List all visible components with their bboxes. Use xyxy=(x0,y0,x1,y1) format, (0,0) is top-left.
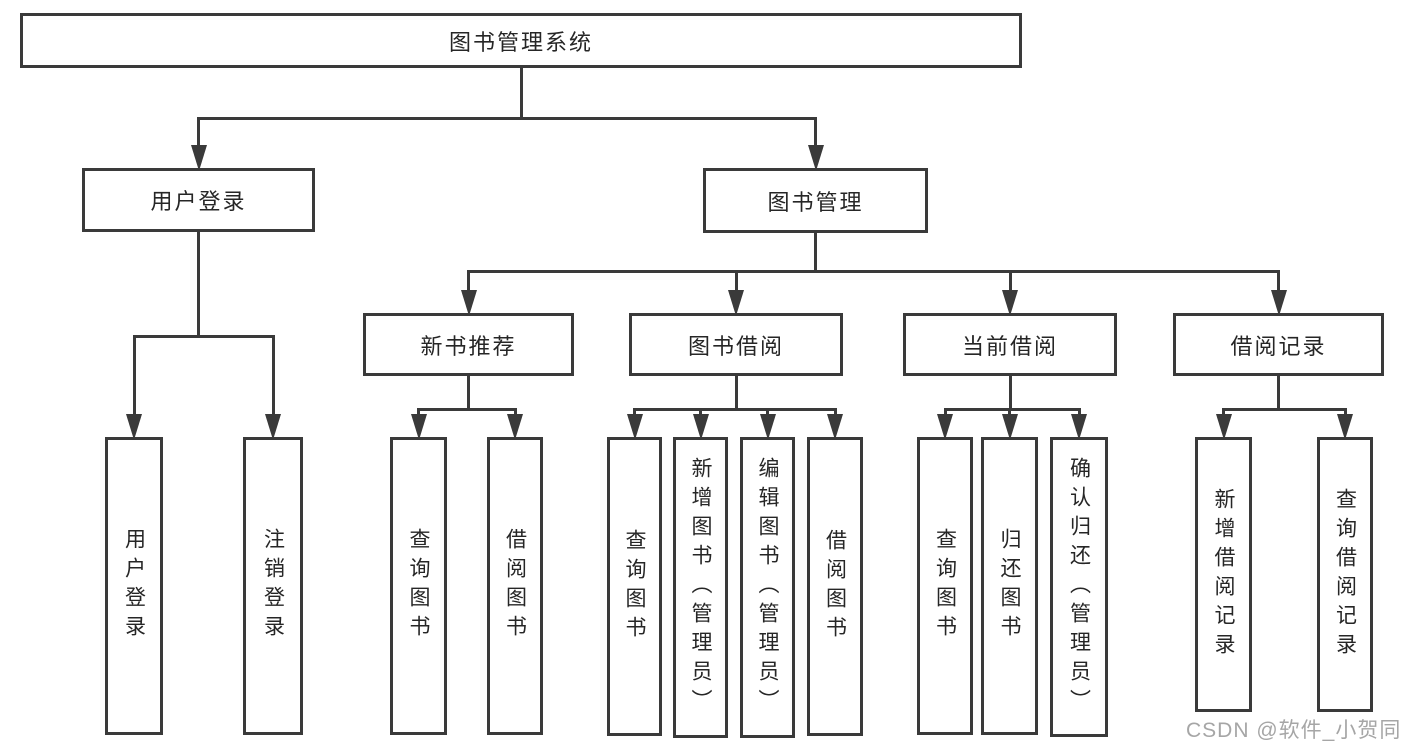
node-leaf-borrow-book-2: 借阅图书 xyxy=(807,437,863,736)
connector-line xyxy=(633,408,837,411)
node-book-mgmt-branch: 图书管理 xyxy=(703,168,928,233)
node-leaf-confirm-return: 确认归还（管理员） xyxy=(1050,437,1108,737)
arrowhead-down-icon xyxy=(626,414,643,440)
node-label-leaf-logout: 注销登录 xyxy=(261,528,285,644)
node-user-login-branch: 用户登录 xyxy=(82,168,315,232)
node-root: 图书管理系统 xyxy=(20,13,1022,68)
arrowhead-down-icon xyxy=(807,145,824,171)
arrowhead-down-icon xyxy=(1270,290,1287,316)
connector-line xyxy=(814,117,817,146)
arrowhead-down-icon xyxy=(460,290,477,316)
connector-line xyxy=(766,408,769,415)
connector-line xyxy=(513,408,517,415)
node-borrow-records: 借阅记录 xyxy=(1173,313,1384,376)
connector-line xyxy=(943,408,1081,411)
node-leaf-query-book-3: 查询图书 xyxy=(917,437,973,735)
connector-line xyxy=(417,408,420,415)
node-label-book-mgmt-branch: 图书管理 xyxy=(767,189,864,215)
arrowhead-down-icon xyxy=(937,414,953,440)
connector-line xyxy=(467,270,1280,273)
connector-line xyxy=(197,117,817,120)
node-label-leaf-borrow-book-2: 借阅图书 xyxy=(823,528,847,645)
connector-line xyxy=(519,67,523,120)
connector-line xyxy=(132,335,136,415)
connector-line xyxy=(1008,408,1011,415)
node-label-leaf-query-book-3: 查询图书 xyxy=(933,528,957,644)
connector-line xyxy=(814,232,817,273)
node-leaf-return-book: 归还图书 xyxy=(981,437,1038,735)
connector-line xyxy=(633,408,636,415)
arrowhead-down-icon xyxy=(190,145,207,171)
connector-line xyxy=(699,408,702,415)
node-label-book-borrow: 图书借阅 xyxy=(687,333,784,359)
node-new-book-rec: 新书推荐 xyxy=(363,313,574,376)
node-label-root: 图书管理系统 xyxy=(448,29,593,55)
node-leaf-edit-book: 编辑图书（管理员） xyxy=(740,437,795,738)
arrowhead-down-icon xyxy=(265,414,281,440)
node-label-leaf-confirm-return: 确认归还（管理员） xyxy=(1067,456,1091,718)
node-label-leaf-borrow-book-1: 借阅图书 xyxy=(503,528,527,644)
arrowhead-down-icon xyxy=(1071,414,1087,440)
arrowhead-down-icon xyxy=(759,414,776,440)
connector-line xyxy=(1277,270,1280,291)
connector-line xyxy=(1343,408,1347,415)
arrowhead-down-icon xyxy=(692,414,709,440)
connector-line xyxy=(197,231,200,338)
arrowhead-down-icon xyxy=(827,414,843,440)
node-leaf-user-login: 用户登录 xyxy=(105,437,163,735)
node-label-leaf-edit-book: 编辑图书（管理员） xyxy=(756,457,779,718)
arrowhead-down-icon xyxy=(410,414,427,440)
connector-line xyxy=(467,270,470,291)
node-label-leaf-return-book: 归还图书 xyxy=(998,528,1021,644)
node-label-leaf-user-login: 用户登录 xyxy=(122,528,146,644)
connector-line xyxy=(467,375,470,411)
node-book-borrow: 图书借阅 xyxy=(629,313,843,376)
arrowhead-down-icon xyxy=(1002,290,1018,316)
connector-line xyxy=(943,408,947,415)
node-leaf-query-book-2: 查询图书 xyxy=(607,437,662,736)
connector-line xyxy=(417,408,517,411)
connector-line xyxy=(1222,408,1225,415)
arrowhead-down-icon xyxy=(1337,414,1353,440)
node-leaf-query-book-1: 查询图书 xyxy=(390,437,447,735)
arrowhead-down-icon xyxy=(728,290,744,316)
node-label-borrow-records: 借阅记录 xyxy=(1230,333,1327,359)
connector-line xyxy=(197,117,200,146)
connector-line xyxy=(1077,408,1081,415)
connector-line xyxy=(1277,375,1280,411)
node-label-new-book-rec: 新书推荐 xyxy=(420,333,517,359)
connector-line xyxy=(271,335,275,415)
node-current-borrow: 当前借阅 xyxy=(903,313,1117,376)
node-label-leaf-query-book-1: 查询图书 xyxy=(407,528,430,644)
arrowhead-down-icon xyxy=(507,414,523,440)
node-leaf-add-book: 新增图书（管理员） xyxy=(673,437,728,738)
node-label-current-borrow: 当前借阅 xyxy=(961,333,1058,359)
arrowhead-down-icon xyxy=(126,414,142,440)
connector-line xyxy=(132,335,275,338)
node-leaf-query-borrow-record: 查询借阅记录 xyxy=(1317,437,1373,712)
node-label-user-login-branch: 用户登录 xyxy=(150,189,247,214)
node-label-leaf-add-borrow-record: 新增借阅记录 xyxy=(1212,487,1235,662)
node-leaf-add-borrow-record: 新增借阅记录 xyxy=(1195,437,1252,712)
arrowhead-down-icon xyxy=(1001,414,1018,440)
node-label-leaf-query-book-2: 查询图书 xyxy=(623,528,646,645)
node-label-leaf-add-book: 新增图书（管理员） xyxy=(689,457,712,718)
node-label-leaf-query-borrow-record: 查询借阅记录 xyxy=(1333,487,1357,662)
connector-line xyxy=(833,408,837,415)
arrowhead-down-icon xyxy=(1215,414,1232,440)
connector-line xyxy=(734,375,738,411)
connector-line xyxy=(1222,408,1347,411)
csdn-watermark: CSDN @软件_小贺同学 xyxy=(1186,719,1402,742)
connector-line xyxy=(1008,375,1012,411)
connector-line xyxy=(1008,270,1012,291)
node-leaf-borrow-book-1: 借阅图书 xyxy=(487,437,543,735)
connector-line xyxy=(734,270,738,291)
node-leaf-logout: 注销登录 xyxy=(243,437,303,735)
